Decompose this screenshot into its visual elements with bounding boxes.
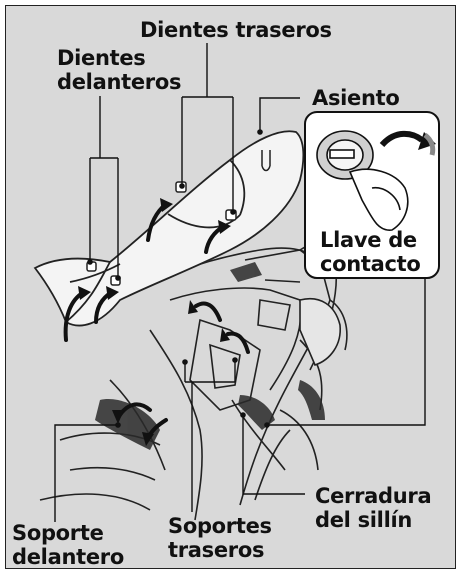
arrow-heads — [78, 198, 231, 446]
seat-lock-label-line2: del sillín — [315, 508, 413, 532]
rear-supports-label-line1: Soportes — [168, 514, 272, 538]
seat-label: Asiento — [312, 86, 400, 110]
front-support-label-line2: delantero — [12, 545, 124, 569]
ignition-key-label-line2: contacto — [320, 252, 421, 276]
callout-dots — [87, 129, 270, 428]
front-teeth-label-line1: Dientes — [57, 46, 146, 70]
ignition-key-illustration — [316, 130, 436, 231]
front-support-label-line1: Soporte — [12, 521, 104, 545]
front-teeth-label-line2: delanteros — [57, 70, 182, 94]
seat-shape — [33, 130, 305, 327]
rear-fender — [299, 298, 341, 366]
rear-teeth-label: Dientes traseros — [140, 18, 332, 42]
seat-lock-label-line1: Cerradura — [315, 484, 432, 508]
callout-lines — [54, 43, 426, 522]
ignition-key-label-line1: Llave de — [320, 228, 417, 252]
rear-supports-label-line2: traseros — [168, 538, 265, 562]
